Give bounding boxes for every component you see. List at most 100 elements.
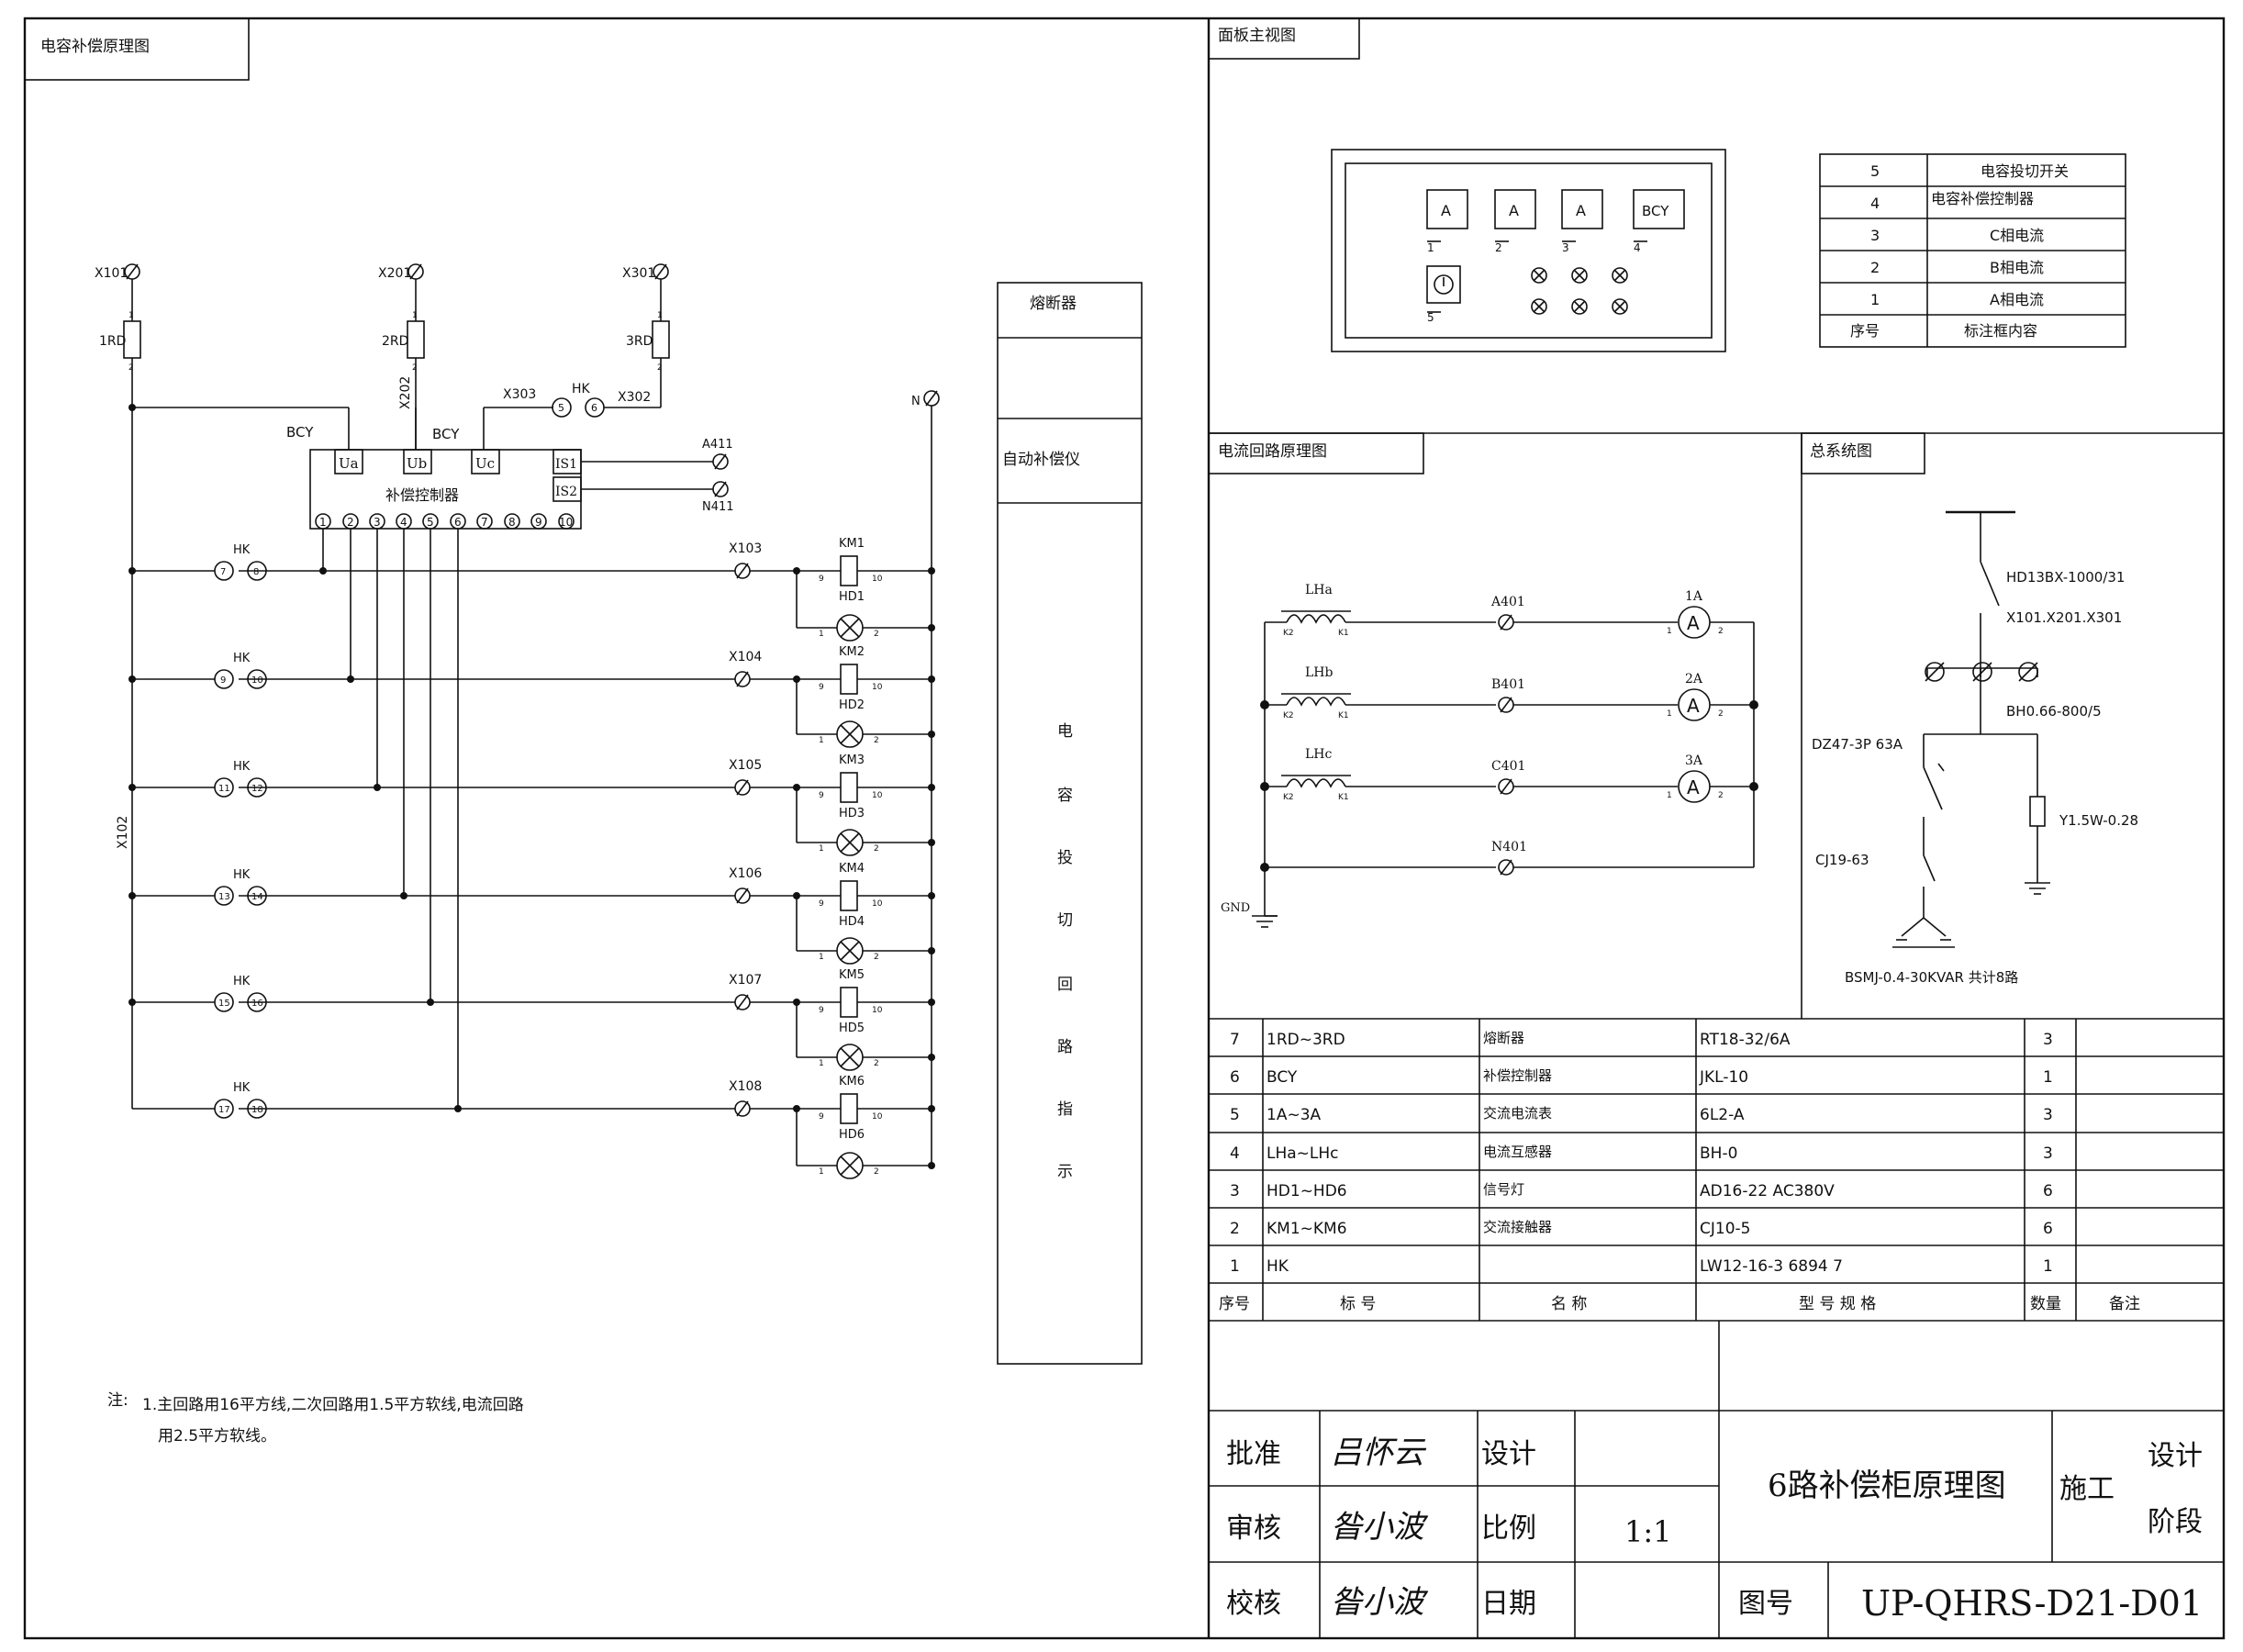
svg-text:1A: 1A: [1685, 589, 1703, 604]
svg-text:X202: X202: [398, 376, 413, 409]
svg-text:16: 16: [251, 999, 263, 1009]
svg-text:KM5: KM5: [839, 968, 865, 982]
svg-text:10: 10: [559, 516, 573, 529]
svg-text:LHa: LHa: [1305, 583, 1333, 597]
svg-text:1: 1: [819, 1167, 824, 1177]
svg-text:2: 2: [874, 953, 879, 962]
svg-text:9: 9: [819, 899, 824, 909]
svg-text:6L2-A: 6L2-A: [1700, 1106, 1745, 1124]
panel-labels: A A A BCY 1 2 3 4 5: [1427, 202, 1669, 324]
svg-text:14: 14: [251, 892, 263, 902]
svg-text:阶段: 阶段: [2148, 1506, 2203, 1538]
svg-text:1: 1: [819, 630, 824, 639]
svg-text:JKL-10: JKL-10: [1699, 1068, 1748, 1087]
svg-text:3: 3: [2043, 1144, 2053, 1163]
svg-text:9: 9: [220, 675, 226, 686]
svg-text:A: A: [1441, 202, 1451, 219]
svg-text:N411: N411: [702, 500, 734, 514]
svg-text:BCY: BCY: [432, 426, 460, 442]
svg-text:1RD: 1RD: [99, 334, 126, 349]
svg-text:9: 9: [819, 683, 824, 692]
svg-text:交流接触器: 交流接触器: [1483, 1219, 1552, 1235]
svg-text:X104: X104: [729, 650, 762, 664]
system-title: 总系统图: [1810, 442, 1872, 461]
svg-text:BCY: BCY: [286, 424, 314, 441]
panel-lamps: [1531, 267, 1628, 315]
svg-text:3: 3: [2043, 1031, 2053, 1049]
svg-text:X102: X102: [116, 816, 130, 849]
svg-text:备注: 备注: [2109, 1295, 2140, 1313]
svg-text:用2.5平方软线。: 用2.5平方软线。: [158, 1427, 276, 1446]
svg-text:1: 1: [819, 736, 824, 745]
svg-text:3RD: 3RD: [626, 334, 653, 349]
svg-text:2: 2: [347, 516, 354, 529]
left-labels: X101 X201 X301 1 2 1 2 1 2 1RD 2RD 3RD X…: [95, 266, 921, 849]
svg-text:10: 10: [872, 683, 883, 692]
svg-text:LHc: LHc: [1305, 747, 1333, 762]
svg-text:1: 1: [2043, 1257, 2053, 1276]
svg-text:3: 3: [1230, 1182, 1240, 1200]
svg-text:A: A: [1687, 695, 1700, 717]
svg-text:2: 2: [1495, 241, 1502, 254]
svg-text:补偿控制器: 补偿控制器: [1483, 1067, 1552, 1084]
svg-text:CJ10-5: CJ10-5: [1700, 1220, 1750, 1238]
svg-text:Y1.5W-0.28: Y1.5W-0.28: [2059, 812, 2138, 829]
svg-text:熔断器: 熔断器: [1483, 1030, 1524, 1046]
svg-text:2: 2: [128, 363, 134, 373]
svg-text:2: 2: [657, 363, 663, 373]
svg-text:HD6: HD6: [839, 1128, 865, 1142]
panel-title: 面板主视图: [1218, 27, 1296, 45]
svg-text:标 号: 标 号: [1340, 1295, 1376, 1313]
svg-text:设计: 设计: [1481, 1438, 1536, 1470]
svg-text:1: 1: [1667, 791, 1672, 800]
km-hd-blocks: [793, 555, 935, 1179]
svg-text:2: 2: [874, 1059, 879, 1068]
svg-text:K1: K1: [1338, 793, 1349, 802]
signature-check: 昝小波: [1331, 1584, 1429, 1621]
svg-text:1: 1: [1230, 1257, 1240, 1276]
svg-text:回: 回: [1057, 976, 1073, 994]
svg-text:日期: 日期: [1481, 1588, 1536, 1620]
svg-text:1:1: 1:1: [1624, 1514, 1672, 1549]
svg-text:4: 4: [1230, 1144, 1240, 1163]
svg-text:IS2: IS2: [555, 485, 577, 499]
svg-text:BSMJ-0.4-30KVAR 共计8路: BSMJ-0.4-30KVAR 共计8路: [1845, 969, 2018, 986]
svg-text:HK: HK: [233, 760, 251, 774]
svg-text:7: 7: [220, 567, 226, 577]
svg-text:5: 5: [558, 402, 564, 414]
svg-text:2: 2: [1718, 627, 1724, 636]
svg-text:电: 电: [1057, 722, 1073, 741]
svg-text:补偿控制器: 补偿控制器: [385, 486, 459, 504]
svg-text:CJ19-63: CJ19-63: [1815, 852, 1869, 868]
svg-text:HD4: HD4: [839, 915, 865, 929]
svg-text:HK: HK: [233, 975, 251, 988]
svg-text:2A: 2A: [1685, 672, 1703, 686]
svg-text:7: 7: [1230, 1031, 1240, 1049]
svg-text:HK: HK: [233, 543, 251, 557]
svg-text:2: 2: [1230, 1220, 1240, 1238]
signature-review: 昝小波: [1331, 1509, 1429, 1546]
svg-text:1: 1: [1870, 291, 1880, 308]
svg-text:HD3: HD3: [839, 807, 865, 820]
svg-text:电流互感器: 电流互感器: [1483, 1144, 1552, 1160]
left-title: 电容补偿原理图: [40, 38, 150, 56]
svg-text:C相电流: C相电流: [1990, 227, 2044, 244]
svg-text:A: A: [1509, 202, 1519, 219]
svg-text:容: 容: [1057, 787, 1073, 805]
svg-text:HK: HK: [233, 868, 251, 882]
svg-text:X301: X301: [622, 266, 655, 281]
svg-text:示: 示: [1057, 1163, 1073, 1181]
svg-text:BCY: BCY: [1642, 203, 1669, 219]
svg-text:K2: K2: [1283, 629, 1294, 638]
sheet-frame: [23, 17, 2226, 1640]
svg-text:3: 3: [374, 516, 381, 529]
bom-table: [1209, 1018, 2224, 1322]
system-labels: HD13BX-1000/31 X101.X201.X301 BH0.66-800…: [1812, 569, 2138, 986]
svg-text:K1: K1: [1338, 711, 1349, 720]
svg-text:审核: 审核: [1226, 1512, 1281, 1545]
svg-text:KM2: KM2: [839, 645, 865, 659]
svg-text:电容补偿控制器: 电容补偿控制器: [1931, 190, 2034, 207]
svg-text:X101.X201.X301: X101.X201.X301: [2006, 609, 2122, 626]
svg-text:KM1~KM6: KM1~KM6: [1267, 1220, 1347, 1238]
